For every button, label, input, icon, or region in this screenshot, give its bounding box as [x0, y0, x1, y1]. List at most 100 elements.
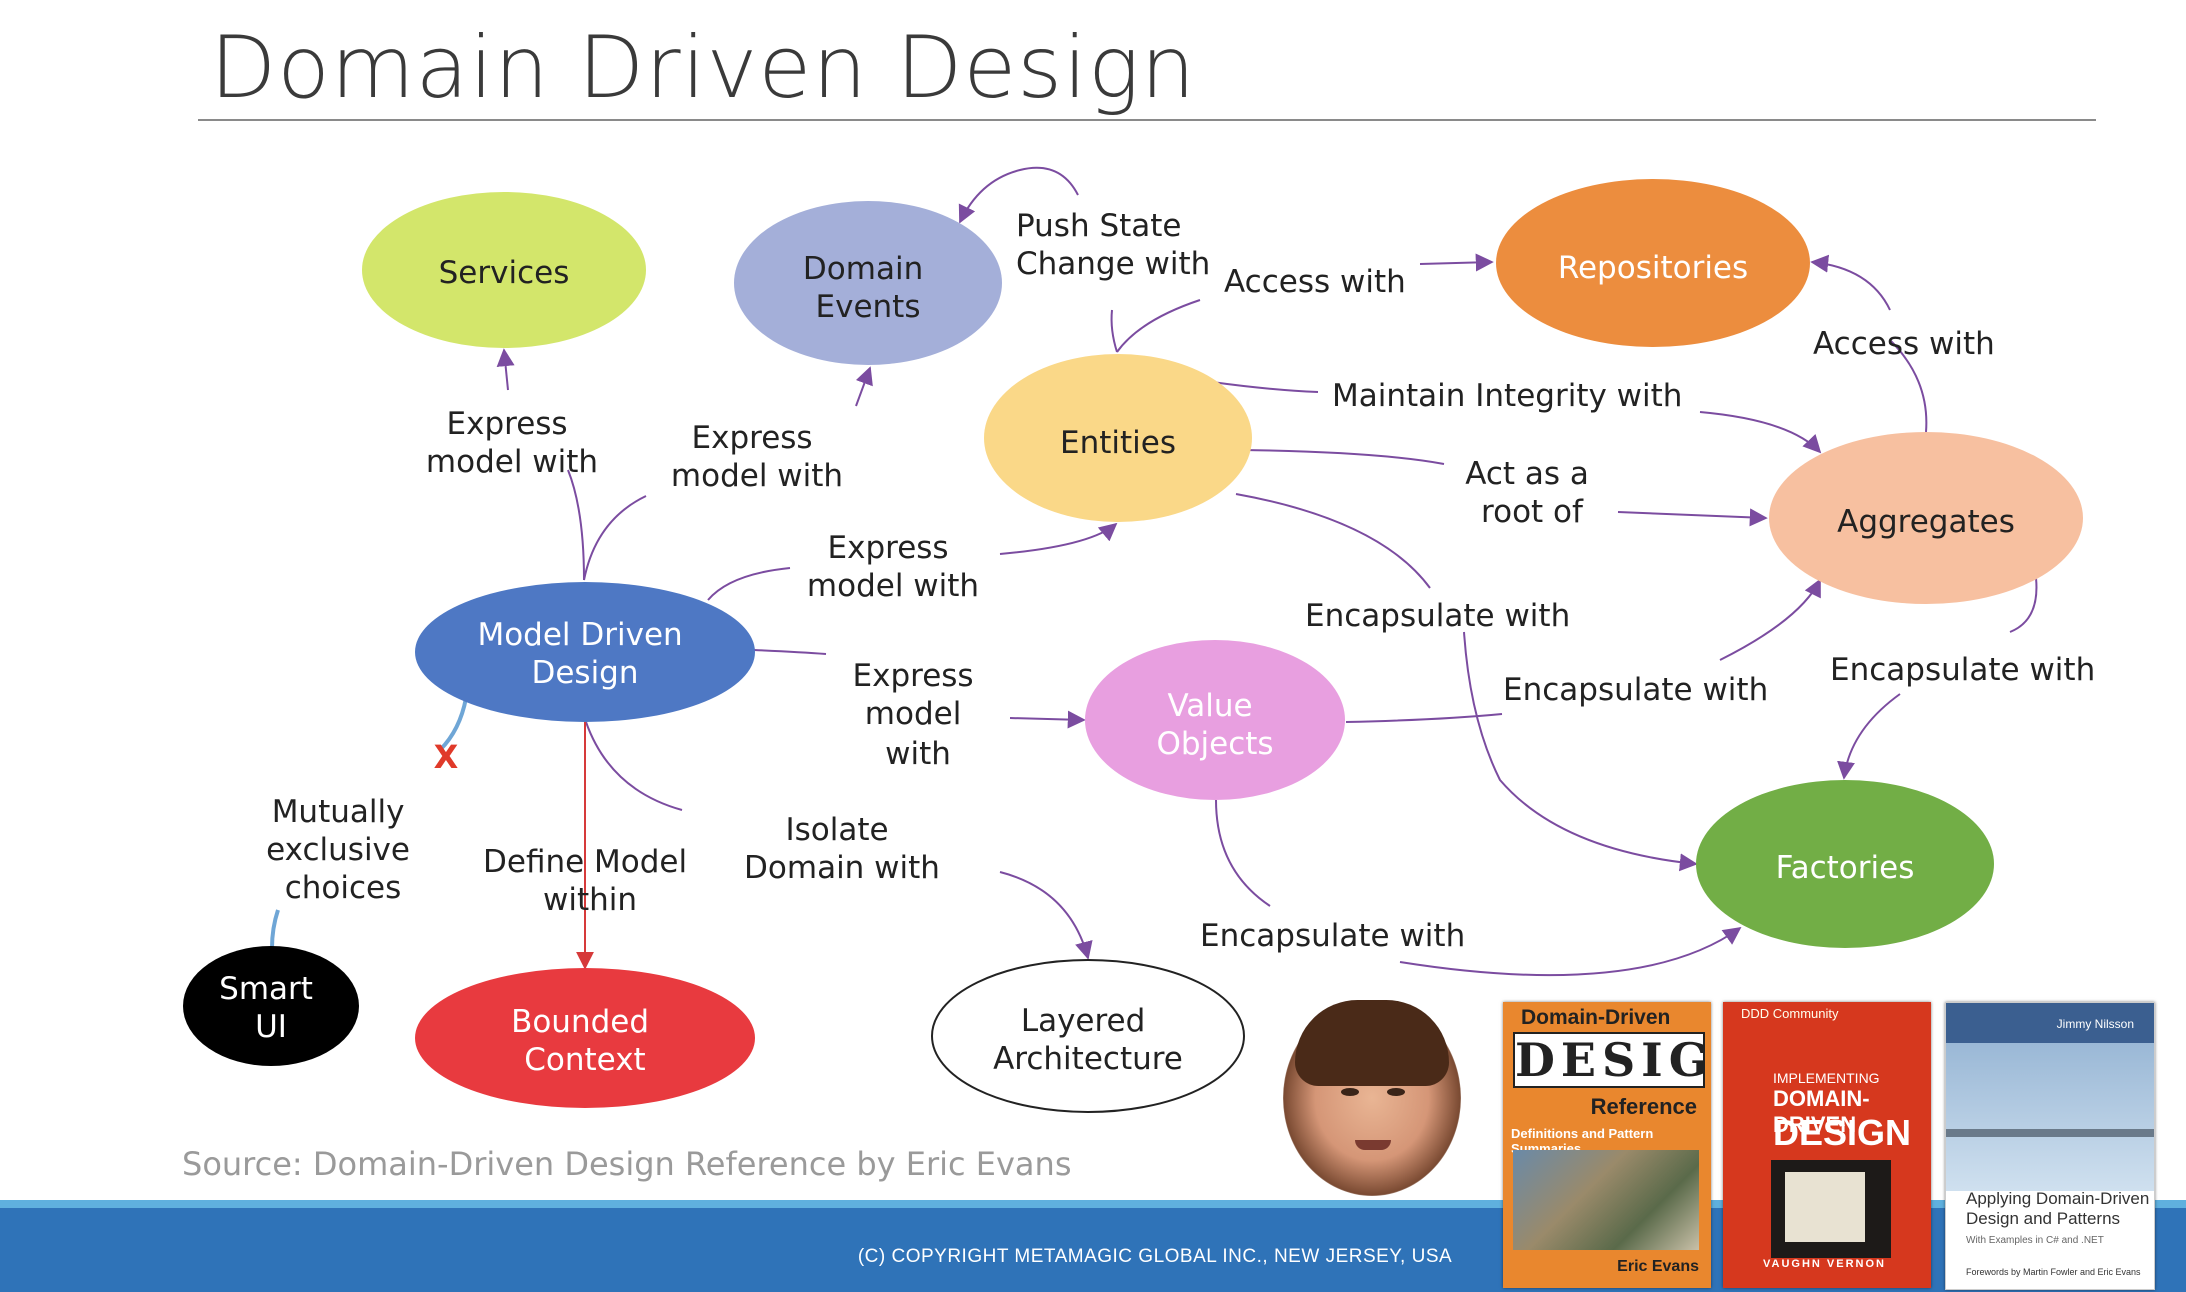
portrait-eye — [1387, 1088, 1405, 1096]
label-encapsulate-3: Encapsulate with — [1830, 652, 2095, 688]
book-author: VAUGHN VERNON — [1763, 1258, 1886, 1270]
label-express-events: Express model with — [671, 420, 843, 494]
label-encapsulate-1: Encapsulate with — [1305, 598, 1570, 634]
edge-express-entities — [999, 522, 1118, 555]
book-cover-bridge — [1946, 1129, 2154, 1137]
node-value-objects: Value Objects — [1085, 640, 1345, 800]
node-entities: Entities — [984, 354, 1252, 522]
label-push-state: Push State Change with — [1016, 208, 1210, 282]
edge-access-repositories — [1419, 253, 1494, 272]
node-label: Model Driven Design — [477, 617, 692, 691]
node-factories: Factories — [1696, 780, 1994, 948]
edge-aggregates-encapsulate — [2009, 577, 2038, 633]
label-act-as-root: Act as a root of — [1465, 456, 1599, 530]
book-cover-block-inner — [1785, 1172, 1865, 1242]
node-smart-ui: Smart UI — [183, 946, 359, 1066]
label-express-entities: Express model with — [807, 530, 979, 604]
edge-encapsulate-factories — [1463, 631, 1698, 872]
label-isolate-domain: Isolate Domain with — [744, 812, 940, 886]
edge-values-encapsulate — [1345, 713, 1503, 723]
edge-express-values — [1009, 710, 1086, 729]
book-title-big: DESIGN — [1773, 1112, 1912, 1153]
edge-mdd-express-entities — [707, 567, 791, 601]
page-title: Domain Driven Design — [210, 18, 1197, 118]
edge-mdd-express-values — [753, 649, 827, 655]
book-title-main: DESIGN — [1513, 1032, 1711, 1088]
label-encapsulate-2: Encapsulate with — [1503, 672, 1768, 708]
book-series: DDD Community — [1741, 1006, 1839, 1021]
edge-express-events — [855, 366, 873, 407]
edge-mutually-exclusive-bottom — [270, 909, 280, 949]
edge-entities-act — [1241, 449, 1445, 465]
edge-push-state-loop — [958, 166, 1079, 224]
edge-mutually-exclusive-top — [438, 697, 468, 752]
book-cover-ddd-reference: Domain-Driven DESIGN Reference Definitio… — [1503, 1002, 1711, 1288]
node-repositories: Repositories — [1496, 179, 1810, 347]
edge-labels: Push State Change with Access with Acces… — [266, 208, 2095, 954]
book-title-line2: Design and Patterns — [1966, 1209, 2121, 1228]
source-note: Source: Domain-Driven Design Reference b… — [182, 1145, 1072, 1183]
node-label: Factories — [1776, 850, 1915, 886]
node-services: Services — [362, 192, 646, 348]
node-label: Smart UI — [219, 971, 323, 1045]
book-title-line1: Applying Domain-Driven — [1966, 1189, 2150, 1208]
label-mutually-exclusive: Mutually exclusive choices — [266, 794, 420, 906]
node-bounded-context: Bounded Context — [415, 968, 755, 1108]
edge-express-services — [496, 348, 515, 391]
node-label: Aggregates — [1837, 504, 2015, 540]
book-cover-image — [1946, 1043, 2154, 1191]
book-title-ref: Reference — [1590, 1094, 1697, 1119]
title-divider — [198, 119, 2096, 121]
node-label: Entities — [1060, 425, 1176, 461]
book-cover-implementing-ddd: DDD Community IMPLEMENTING DOMAIN-DRIVEN… — [1723, 1002, 1931, 1288]
edge-encapsulate-factories-3 — [1399, 926, 1742, 977]
copyright-text: (C) COPYRIGHT METAMAGIC GLOBAL INC., NEW… — [857, 1246, 1453, 1267]
book-subtitle: With Examples in C# and .NET — [1966, 1235, 2104, 1246]
node-label: Domain Events — [803, 251, 933, 325]
portrait-mouth — [1355, 1140, 1391, 1150]
mutually-exclusive-x-mark: X — [434, 738, 459, 776]
label-encapsulate-4: Encapsulate with — [1200, 918, 1465, 954]
portrait-hair — [1295, 1000, 1449, 1086]
label-maintain-integrity: Maintain Integrity with — [1332, 378, 1682, 414]
node-model-driven-design: Model Driven Design — [415, 582, 755, 722]
edge-encapsulate-aggregates — [1719, 578, 1821, 661]
label-define-model: Define Model within — [483, 844, 697, 918]
edge-values-encapsulate-bottom — [1215, 799, 1271, 907]
edge-access-repositories-2 — [1810, 254, 1891, 311]
edge-mdd-isolate — [585, 721, 683, 811]
book-cover-image — [1513, 1150, 1699, 1250]
node-layered-architecture: Layered Architecture — [931, 959, 1245, 1113]
book-author: Eric Evans — [1617, 1258, 1699, 1275]
book-title-small: IMPLEMENTING — [1773, 1070, 1880, 1086]
edge-maintain-aggregates — [1699, 411, 1822, 454]
edge-mdd-express-events — [583, 495, 647, 581]
edge-isolate-layered — [999, 871, 1093, 960]
book-cover-applying-ddd: Jimmy Nilsson Applying Domain-Driven Des… — [1945, 1002, 2155, 1290]
node-label: Bounded Context — [511, 1004, 659, 1078]
edge-entities-push — [1110, 309, 1118, 353]
edge-mdd-express-services — [567, 469, 585, 581]
edge-entities-access — [1116, 299, 1201, 353]
author-portrait — [1283, 1000, 1461, 1196]
edge-entities-encapsulate — [1235, 493, 1431, 589]
book-header-band — [1946, 1003, 2154, 1043]
node-label: Layered Architecture — [993, 1003, 1183, 1077]
book-forewords: Forewords by Martin Fowler and Eric Evan… — [1966, 1267, 2141, 1277]
node-label: Value Objects — [1156, 688, 1273, 762]
label-access-with-1: Access with — [1224, 264, 1406, 300]
edge-entities-maintain — [1211, 381, 1319, 393]
footer-stripe — [0, 1200, 2186, 1208]
edge-encapsulate-factories-2 — [1837, 693, 1901, 780]
edge-aggregates-access — [1889, 339, 1928, 433]
label-express-services: Express model with — [426, 406, 598, 480]
portrait-eye — [1341, 1088, 1359, 1096]
book-title-main: DOMAIN-DRIVEN — [1773, 1086, 1870, 1137]
node-domain-events: Domain Events — [734, 201, 1002, 365]
label-access-with-2: Access with — [1813, 326, 1995, 362]
book-author: Jimmy Nilsson — [2056, 1017, 2134, 1031]
node-label: Services — [439, 255, 570, 291]
label-express-values: Express model with — [853, 658, 984, 772]
node-aggregates: Aggregates — [1769, 432, 2083, 604]
